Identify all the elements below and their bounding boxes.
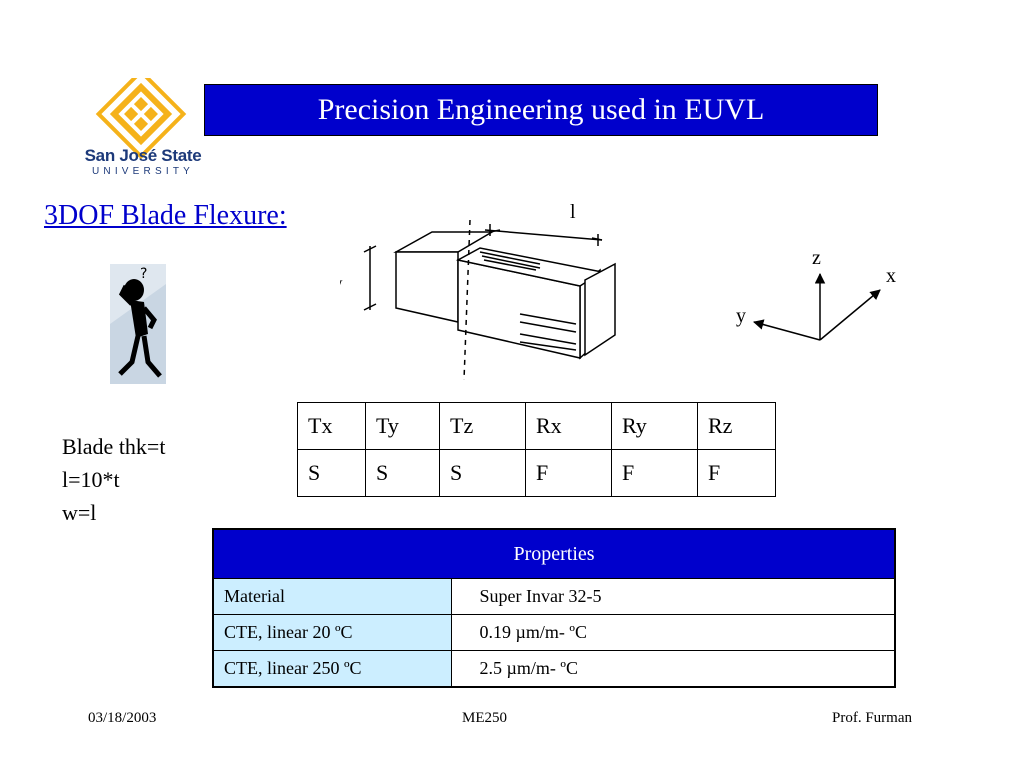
- property-value: 0.19 µm/m- ºC: [450, 614, 896, 651]
- axis-x-label: x: [886, 265, 896, 287]
- sjsu-logo-icon: [95, 78, 187, 160]
- table-header-cell: Ty: [365, 402, 440, 450]
- thinking-person-icon: ?: [110, 264, 166, 384]
- slide-title: Precision Engineering used in EUVL: [317, 93, 765, 126]
- footer-date: 03/18/2003: [88, 710, 157, 726]
- section-heading-link[interactable]: 3DOF Blade Flexure:: [44, 200, 287, 231]
- table-header-cell: Tz: [439, 402, 526, 450]
- table-cell: F: [697, 449, 776, 497]
- note-line: Blade thk=t: [62, 434, 166, 459]
- logo-university: UNIVERSITY: [91, 166, 194, 177]
- blade-flexure-diagram: l w: [340, 201, 616, 381]
- table-row: Tx Ty Tz Rx Ry Rz: [297, 402, 776, 450]
- table-row: S S S F F F: [297, 449, 776, 497]
- note-line: w=l: [62, 500, 97, 525]
- footer-author: Prof. Furman: [832, 710, 912, 726]
- coordinate-axes-diagram: z x y: [736, 247, 896, 341]
- footer-course: ME250: [462, 710, 507, 726]
- notes-block: Blade thk=t l=10*t w=l: [62, 430, 165, 529]
- table-header-cell: Rz: [697, 402, 776, 450]
- width-label: w: [340, 273, 343, 295]
- property-value: 2.5 µm/m- ºC: [450, 650, 896, 687]
- table-row: Properties: [212, 528, 896, 579]
- table-cell: F: [611, 449, 698, 497]
- table-header-cell: Ry: [611, 402, 698, 450]
- axis-z-label: z: [812, 247, 821, 269]
- table-header-cell: Tx: [297, 402, 366, 450]
- note-line: l=10*t: [62, 467, 120, 492]
- table-cell: S: [439, 449, 526, 497]
- property-value: Super Invar 32-5: [450, 578, 896, 615]
- table-row: CTE, linear 20 ºC 0.19 µm/m- ºC: [212, 614, 896, 651]
- title-bar: Precision Engineering used in EUVL: [204, 84, 878, 136]
- length-label: l: [570, 201, 576, 223]
- property-key: Material: [212, 578, 452, 615]
- properties-header: Properties: [212, 528, 896, 579]
- property-key: CTE, linear 20 ºC: [212, 614, 452, 651]
- table-cell: S: [365, 449, 440, 497]
- properties-table: Properties Material Super Invar 32-5 CTE…: [212, 528, 896, 688]
- table-cell: F: [525, 449, 612, 497]
- table-cell: S: [297, 449, 366, 497]
- table-row: CTE, linear 250 ºC 2.5 µm/m- ºC: [212, 650, 896, 687]
- property-key: CTE, linear 250 ºC: [212, 650, 452, 687]
- dof-table: Tx Ty Tz Rx Ry Rz S S S F F F: [297, 402, 776, 497]
- table-header-cell: Rx: [525, 402, 612, 450]
- table-row: Material Super Invar 32-5: [212, 578, 896, 615]
- logo-name: San José State: [84, 146, 202, 165]
- axis-y-label: y: [736, 305, 746, 327]
- svg-text:?: ?: [140, 266, 147, 282]
